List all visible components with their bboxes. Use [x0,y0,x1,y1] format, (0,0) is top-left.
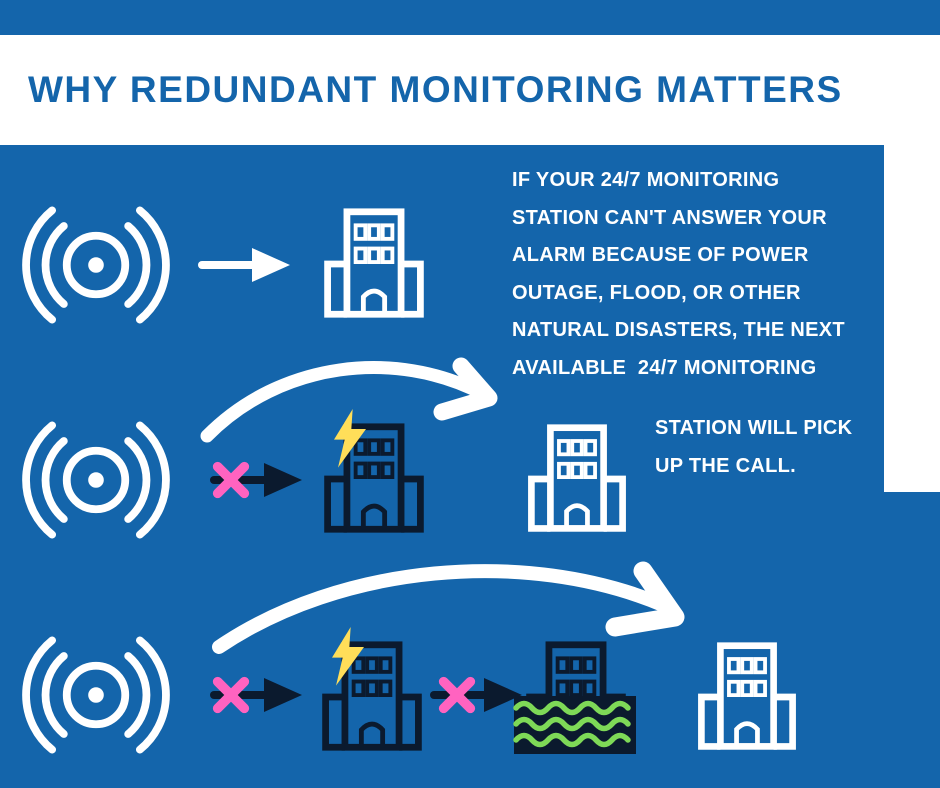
monitoring-station-icon [690,640,804,754]
curved-arrow-icon [212,561,685,654]
flood-waves-icon [513,696,636,754]
body-text-line: STATION CAN'T ANSWER YOUR [512,207,827,229]
title-band [0,35,940,145]
alarm-signal-icon [18,420,174,540]
body-text-line: STATION WILL PICK [655,417,853,439]
arrow-right-icon [198,241,294,289]
monitoring-station-icon [316,206,432,322]
body-text-line: IF YOUR 24/7 MONITORING [512,169,780,191]
blocked-x-icon [436,674,478,716]
blocked-x-icon [210,674,252,716]
monitoring-station-icon [520,422,634,536]
body-text-line: OUTAGE, FLOOD, OR OTHER [512,282,801,304]
alarm-signal-icon [18,635,174,755]
blocked-x-icon [210,459,252,501]
curved-arrow-icon [200,357,498,443]
body-text-line: NATURAL DISASTERS, THE NEXT [512,319,845,341]
body-text-line: AVAILABLE 24/7 MONITORING [512,357,817,379]
right-white-strip [884,35,940,492]
body-text-line: ALARM BECAUSE OF POWER [512,244,809,266]
page-title: WHY REDUNDANT MONITORING MATTERS [28,69,843,110]
body-text-line: UP THE CALL. [655,455,797,477]
alarm-signal-icon [18,205,174,325]
